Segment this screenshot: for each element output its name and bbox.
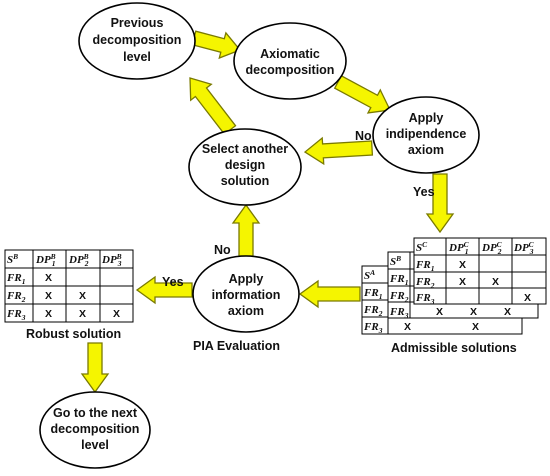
svg-text:X: X xyxy=(113,308,120,320)
svg-text:X: X xyxy=(436,306,443,318)
svg-text:X: X xyxy=(459,276,466,288)
svg-text:FR3: FR3 xyxy=(415,292,435,306)
svg-text:X: X xyxy=(524,292,531,304)
arrow-information-to-robust xyxy=(135,275,193,305)
svg-text:decomposition: decomposition xyxy=(246,63,335,77)
arrow-information-to-select xyxy=(231,203,261,257)
admissible-solutions-tables: SA FR1 FR2 FR3 SB FR1 FR2 FR3 X X X X X … xyxy=(361,237,547,335)
svg-text:Go to the next: Go to the next xyxy=(53,406,138,420)
svg-text:decomposition: decomposition xyxy=(93,33,182,47)
svg-text:X: X xyxy=(79,308,86,320)
label-yes-left: Yes xyxy=(162,275,184,289)
svg-text:FR2: FR2 xyxy=(415,276,435,290)
svg-text:X: X xyxy=(492,276,499,288)
svg-text:X: X xyxy=(45,308,52,320)
svg-text:decomposition: decomposition xyxy=(51,422,140,436)
svg-text:X: X xyxy=(504,306,511,318)
svg-text:FR2: FR2 xyxy=(6,290,26,304)
arrow-independence-to-admissible xyxy=(425,173,455,234)
node-select-another-solution: Select another design solution xyxy=(188,128,302,206)
label-yes-right: Yes xyxy=(413,185,435,199)
svg-text:FR1: FR1 xyxy=(363,287,382,301)
node-apply-independence-axiom: Apply indipendence axiom xyxy=(372,96,480,174)
svg-text:FR3: FR3 xyxy=(6,308,26,322)
svg-text:level: level xyxy=(81,438,109,452)
svg-text:Previous: Previous xyxy=(111,16,164,30)
svg-text:FR3: FR3 xyxy=(363,321,383,335)
svg-text:X: X xyxy=(472,321,479,333)
svg-text:SA: SA xyxy=(364,268,375,282)
svg-text:Apply: Apply xyxy=(409,111,444,125)
svg-text:X: X xyxy=(79,290,86,302)
svg-text:axiom: axiom xyxy=(228,304,264,318)
svg-text:Select another: Select another xyxy=(202,142,288,156)
svg-text:FR2: FR2 xyxy=(363,304,383,318)
svg-text:axiom: axiom xyxy=(408,143,444,157)
svg-text:SB: SB xyxy=(7,252,18,266)
label-no-top: No xyxy=(355,129,372,143)
svg-text:FR3: FR3 xyxy=(389,306,409,320)
label-no-left: No xyxy=(214,243,231,257)
arrow-axiomatic-to-independence xyxy=(333,74,391,114)
svg-text:FR1: FR1 xyxy=(389,273,408,287)
svg-text:FR2: FR2 xyxy=(389,290,409,304)
svg-text:Axiomatic: Axiomatic xyxy=(260,47,320,61)
node-previous-decomposition: Previous decomposition level xyxy=(78,2,196,80)
svg-text:solution: solution xyxy=(221,174,270,188)
svg-text:indipendence: indipendence xyxy=(386,127,467,141)
svg-text:design: design xyxy=(225,158,265,172)
svg-text:FR1: FR1 xyxy=(6,272,25,286)
svg-text:information: information xyxy=(212,288,281,302)
svg-text:X: X xyxy=(470,306,477,318)
node-apply-information-axiom: Apply information axiom xyxy=(192,255,300,333)
svg-text:X: X xyxy=(45,290,52,302)
caption-pia-evaluation: PIA Evaluation xyxy=(193,339,280,353)
svg-text:FR1: FR1 xyxy=(415,259,434,273)
svg-text:Apply: Apply xyxy=(229,272,264,286)
caption-admissible-solutions: Admissible solutions xyxy=(391,341,517,355)
svg-text:X: X xyxy=(459,259,466,271)
arrows xyxy=(80,30,455,394)
arrow-robust-to-next xyxy=(80,342,110,394)
svg-text:X: X xyxy=(404,321,411,333)
svg-text:level: level xyxy=(123,50,151,64)
arrow-prev-to-axiomatic xyxy=(191,30,242,60)
node-axiomatic-decomposition: Axiomatic decomposition xyxy=(233,22,347,100)
node-go-to-next-level: Go to the next decomposition level xyxy=(39,391,151,469)
caption-robust-solution: Robust solution xyxy=(26,327,121,341)
svg-text:SB: SB xyxy=(390,254,401,268)
arrow-independence-to-select xyxy=(303,136,374,166)
arrow-select-to-prev xyxy=(189,77,237,136)
arrow-admissible-to-information xyxy=(298,279,361,309)
svg-text:X: X xyxy=(45,272,52,284)
